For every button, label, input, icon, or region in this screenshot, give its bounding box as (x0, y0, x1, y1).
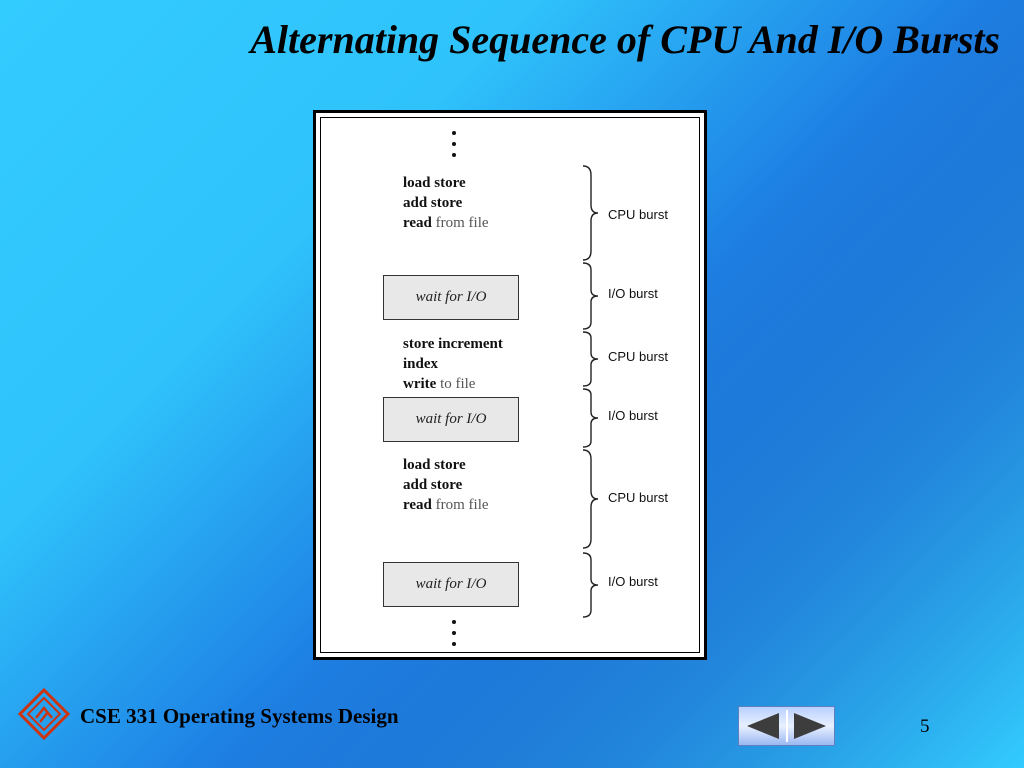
previous-slide-button[interactable] (743, 711, 783, 741)
code-line: store increment (403, 336, 503, 352)
code-keyword: read (403, 497, 432, 513)
wait-for-io-box: wait for I/O (383, 275, 519, 320)
cpu-burst-label: CPU burst (608, 490, 668, 505)
code-keyword: write (403, 376, 437, 392)
io-burst-brace (581, 552, 601, 618)
wait-for-io-box: wait for I/O (383, 397, 519, 442)
left-triangle-icon (747, 713, 779, 739)
cpu-burst-brace (581, 331, 601, 387)
diagram-inner-border (320, 117, 700, 653)
course-logo-icon (17, 687, 71, 741)
code-block-3: load store add store read from file (403, 455, 489, 515)
nav-divider (786, 710, 788, 742)
io-burst-brace (581, 262, 601, 330)
code-block-2: store increment index write to file (403, 334, 503, 394)
io-burst-label: I/O burst (608, 574, 658, 589)
code-text: from file (435, 215, 489, 231)
page-number: 5 (920, 716, 930, 737)
cpu-burst-label: CPU burst (608, 207, 668, 222)
bottom-ellipsis (452, 620, 458, 653)
code-line: load store (403, 457, 466, 473)
top-ellipsis (452, 131, 458, 164)
cpu-burst-brace (581, 165, 601, 261)
io-burst-label: I/O burst (608, 408, 658, 423)
slide-title: Alternating Sequence of CPU And I/O Burs… (250, 17, 1000, 62)
slide-nav-bar (738, 706, 835, 746)
wait-for-io-box: wait for I/O (383, 562, 519, 607)
code-block-1: load store add store read from file (403, 173, 489, 233)
code-keyword: read (403, 215, 432, 231)
io-burst-label: I/O burst (608, 286, 658, 301)
cpu-burst-brace (581, 449, 601, 549)
diagram-frame: load store add store read from file wait… (313, 110, 707, 660)
code-text: from file (435, 497, 489, 513)
code-line: add store (403, 477, 463, 493)
next-slide-button[interactable] (790, 711, 830, 741)
code-line: load store (403, 175, 466, 191)
cpu-burst-label: CPU burst (608, 349, 668, 364)
code-line: index (403, 356, 439, 372)
io-burst-brace (581, 388, 601, 448)
right-triangle-icon (794, 713, 826, 739)
code-line: add store (403, 195, 463, 211)
footer-course-title: CSE 331 Operating Systems Design (80, 704, 399, 728)
code-text: to file (440, 376, 476, 392)
